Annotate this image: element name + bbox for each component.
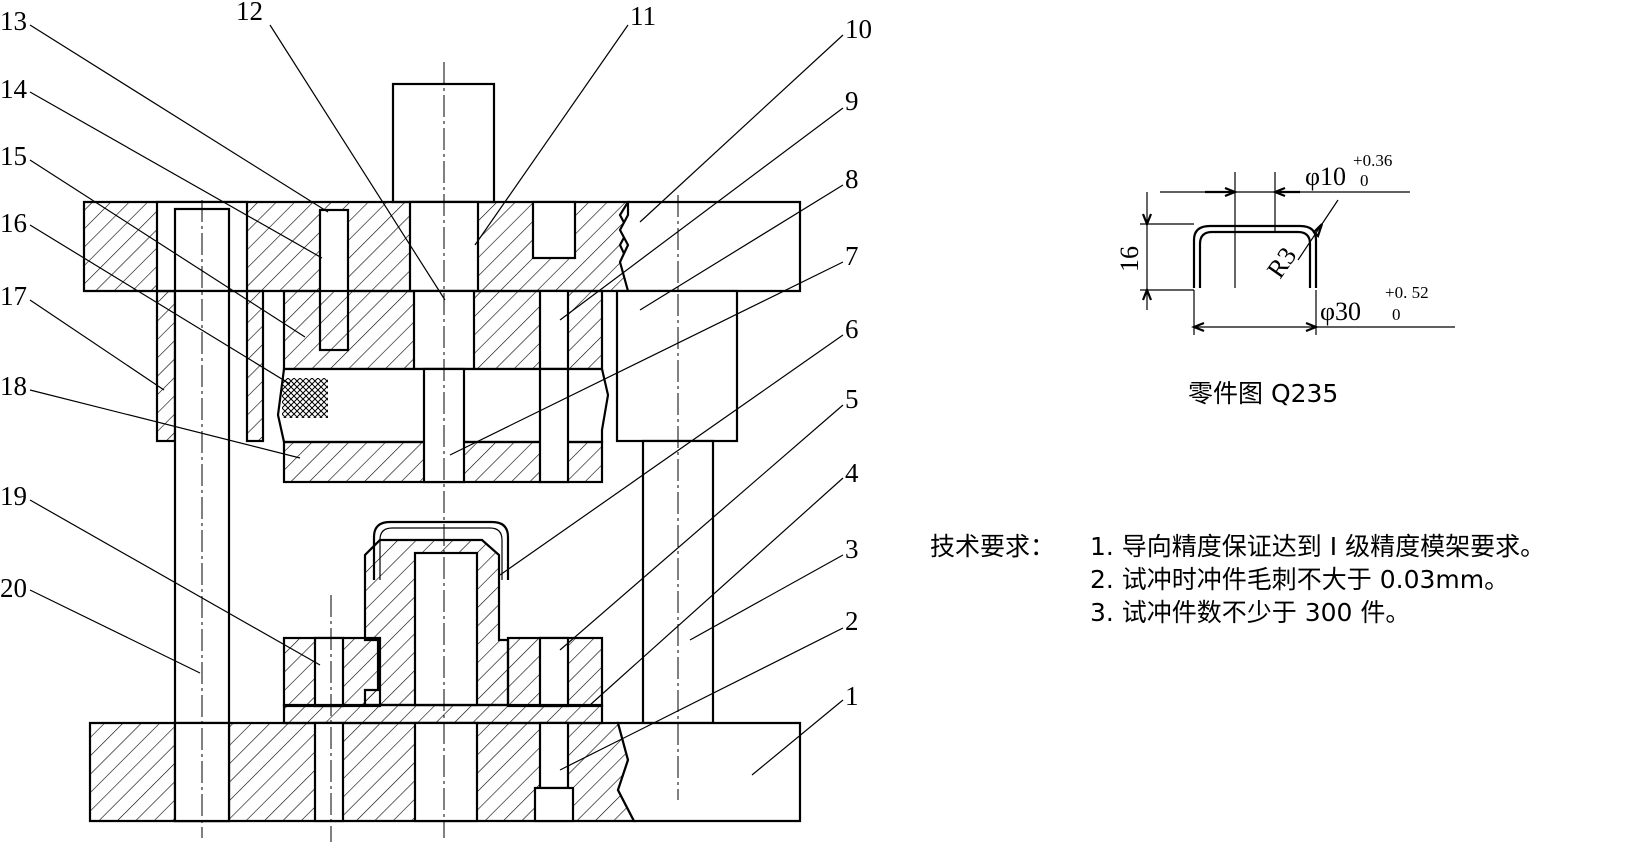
lower-seat-bore [413, 721, 479, 823]
part-label-6: 6 [845, 314, 859, 344]
part-label-17: 17 [0, 281, 27, 311]
dim-outer-upper: +0. 52 [1385, 283, 1429, 302]
lower-pin-left [313, 636, 345, 708]
part-label-5: 5 [845, 384, 859, 414]
part-label-13: 13 [0, 6, 27, 36]
lower-pin-bore [313, 721, 345, 823]
backing-plate [282, 703, 604, 725]
dim-outer-lower: 0 [1392, 305, 1401, 324]
upper-die-seat-right [618, 200, 802, 293]
part-label-9: 9 [845, 86, 859, 116]
part-label-3: 3 [845, 534, 859, 564]
tech-requirements: 技术要求： 1. 导向精度保证达到 I 级精度模架要求。 2. 试冲时冲件毛刺不… [930, 532, 1545, 627]
part-label-16: 16 [0, 208, 27, 238]
guide-bushing-sleeve [155, 289, 177, 443]
part-label-10: 10 [845, 14, 872, 44]
dim-hole-upper: +0.36 [1353, 151, 1392, 170]
part-caption: 零件图 Q235 [1188, 379, 1338, 408]
part-label-20: 20 [0, 573, 27, 603]
crosshatch-rubber [282, 378, 328, 418]
lower-die-group [88, 520, 802, 823]
lower-screw-head [533, 786, 575, 823]
dim-radius-text: R3 [1261, 242, 1302, 283]
right-bushing [615, 289, 739, 443]
guide-bushing-sleeve-r [245, 289, 265, 443]
screw-head [531, 200, 577, 260]
dim-outer-text: φ30 [1320, 297, 1361, 326]
part-label-1: 1 [845, 681, 859, 711]
part-label-8: 8 [845, 164, 859, 194]
ejector-bore [538, 289, 570, 371]
part-label-19: 19 [0, 481, 27, 511]
workpiece-cup [372, 520, 510, 580]
part-label-7: 7 [845, 241, 859, 271]
part-label-12: 12 [236, 0, 263, 26]
lower-screw-bore [538, 721, 570, 790]
part-label-18: 18 [0, 371, 27, 401]
tech-req-heading: 技术要求： [930, 532, 1055, 561]
lower-die-seat-right [616, 721, 802, 823]
dim-height-text: 16 [1115, 246, 1144, 272]
leader-lines [29, 24, 844, 776]
part-label-4: 4 [845, 458, 859, 488]
die-center-bore [413, 551, 479, 707]
workpiece-inner [379, 527, 503, 580]
guide-post-right [641, 439, 715, 725]
ejector-pin [538, 367, 570, 484]
part-number-labels: 1 2 3 4 5 6 7 8 9 10 11 12 13 14 15 16 1… [0, 0, 872, 711]
lower-pin-right [538, 636, 570, 708]
dim-hole-text: φ10 [1305, 162, 1346, 191]
part-outline-inner [1198, 230, 1312, 288]
part-label-11: 11 [630, 1, 656, 31]
tech-req-item-1: 1. 导向精度保证达到 I 级精度模架要求。 [1090, 532, 1545, 561]
dim-hole-lower: 0 [1360, 171, 1369, 190]
tech-req-item-3: 3. 试冲件数不少于 300 件。 [1090, 598, 1410, 627]
part-label-2: 2 [845, 606, 859, 636]
part-label-14: 14 [0, 74, 28, 104]
part-detail-drawing: φ10 +0.36 0 R3 16 φ30 +0. 52 0 零件图 Q235 [1115, 151, 1455, 408]
tech-req-item-2: 2. 试冲时冲件毛刺不大于 0.03mm。 [1090, 565, 1509, 594]
part-label-15: 15 [0, 141, 27, 171]
